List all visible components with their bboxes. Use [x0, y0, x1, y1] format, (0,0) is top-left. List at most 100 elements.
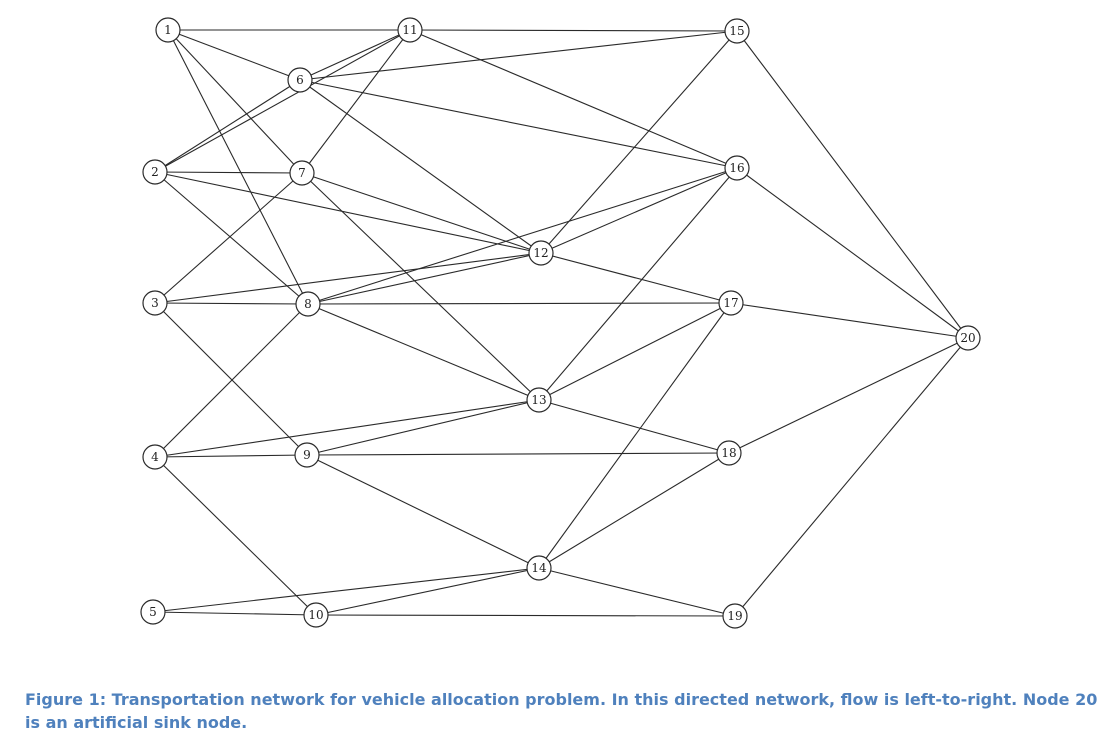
edge-10-14 [315, 567, 540, 616]
node-18: 18 [716, 440, 742, 466]
node-label: 19 [727, 609, 742, 623]
node-circle [528, 240, 554, 266]
edge-1-8 [167, 29, 309, 305]
edge-4-9 [154, 454, 308, 458]
edge-8-17 [307, 302, 732, 305]
edge-14-19 [538, 567, 736, 617]
node-label: 15 [729, 24, 744, 38]
node-15: 15 [724, 18, 750, 44]
node-circle [724, 18, 750, 44]
edge-6-15 [299, 30, 738, 81]
node-label: 20 [960, 331, 975, 345]
node-label: 11 [402, 23, 417, 37]
edge-1-7 [167, 29, 303, 174]
edge-9-18 [306, 452, 730, 456]
node-label: 9 [303, 448, 311, 462]
edge-3-7 [154, 172, 303, 304]
edge-14-17 [538, 302, 732, 569]
edge-8-13 [307, 303, 540, 401]
node-label: 17 [723, 296, 738, 310]
edge-4-8 [154, 303, 309, 458]
edge-15-20 [736, 30, 969, 339]
node-circle [142, 159, 168, 185]
edge-3-9 [154, 302, 308, 456]
node-1: 1 [155, 17, 181, 43]
node-circle [716, 440, 742, 466]
edge-4-13 [154, 399, 540, 458]
edge-19-20 [734, 337, 969, 617]
node-circle [289, 160, 315, 186]
node-2: 2 [142, 159, 168, 185]
node-11: 11 [397, 17, 423, 43]
node-7: 7 [289, 160, 315, 186]
edge-12-16 [540, 167, 738, 254]
node-circle [140, 599, 166, 625]
node-9: 9 [294, 442, 320, 468]
edge-13-18 [538, 399, 730, 454]
edge-6-12 [299, 79, 542, 254]
node-4: 4 [142, 444, 168, 470]
node-3: 3 [142, 290, 168, 316]
edge-5-14 [152, 567, 540, 613]
node-label: 2 [151, 165, 159, 179]
node-circle [397, 17, 423, 43]
node-circle [955, 325, 981, 351]
edge-9-13 [306, 399, 540, 456]
edge-11-16 [409, 29, 738, 169]
node-17: 17 [718, 290, 744, 316]
edge-12-15 [540, 30, 738, 254]
edge-8-12 [307, 252, 542, 305]
node-label: 14 [531, 561, 547, 575]
node-circle [287, 67, 313, 93]
node-circle [294, 442, 320, 468]
node-circle [722, 603, 748, 629]
edges-layer [152, 29, 969, 617]
edge-4-10 [154, 456, 317, 616]
node-14: 14 [526, 555, 552, 581]
node-label: 13 [531, 393, 546, 407]
edge-7-12 [301, 172, 542, 254]
node-label: 7 [298, 166, 306, 180]
node-circle [718, 290, 744, 316]
node-label: 5 [149, 605, 157, 619]
edge-3-8 [154, 302, 309, 305]
node-6: 6 [287, 67, 313, 93]
node-13: 13 [526, 387, 552, 413]
node-label: 3 [151, 296, 159, 310]
edge-8-16 [307, 167, 738, 305]
edge-2-8 [154, 171, 309, 305]
edge-5-10 [152, 611, 317, 616]
figure-caption: Figure 1: Transportation network for veh… [25, 690, 1098, 732]
node-circle [526, 387, 552, 413]
node-10: 10 [303, 602, 329, 628]
node-label: 16 [729, 161, 744, 175]
node-label: 4 [151, 450, 159, 464]
node-circle [142, 290, 168, 316]
node-label: 1 [164, 23, 172, 37]
node-circle [155, 17, 181, 43]
edge-2-7 [154, 171, 303, 174]
node-5: 5 [140, 599, 166, 625]
node-label: 12 [533, 246, 548, 260]
edge-6-11 [299, 29, 411, 81]
node-12: 12 [528, 240, 554, 266]
edge-10-19 [315, 614, 736, 617]
node-20: 20 [955, 325, 981, 351]
node-16: 16 [724, 155, 750, 181]
node-circle [142, 444, 168, 470]
edge-11-15 [409, 29, 738, 32]
node-circle [526, 555, 552, 581]
edge-13-16 [538, 167, 738, 401]
edge-7-13 [301, 172, 540, 401]
edge-14-18 [538, 452, 730, 569]
edge-13-17 [538, 302, 732, 401]
node-circle [303, 602, 329, 628]
node-circle [724, 155, 750, 181]
edge-2-6 [154, 79, 301, 173]
edge-18-20 [728, 337, 969, 454]
node-label: 6 [296, 73, 304, 87]
node-label: 18 [721, 446, 736, 460]
node-19: 19 [722, 603, 748, 629]
